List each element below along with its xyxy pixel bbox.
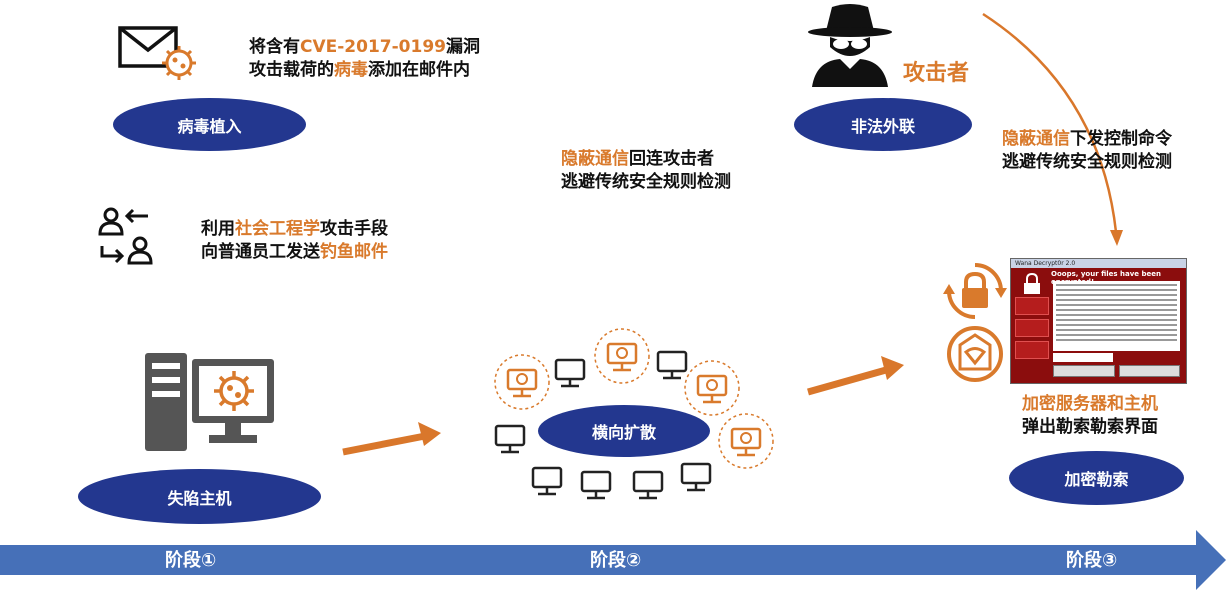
hacker-icon [808,4,892,87]
email-note-text: 添加在邮件内 [368,60,470,80]
ransom-buttons [1053,365,1180,377]
cve-highlight: CVE-2017-0199 [300,37,446,57]
networked-computer-icon [580,470,612,500]
networked-computer-icon [656,350,688,380]
email-note-text: 攻击载荷的 [249,60,334,80]
social-engineering-icon [98,207,153,265]
email-note-text: 漏洞 [446,37,480,57]
networked-computer-icon [494,424,526,454]
covert-highlight: 隐蔽通信 [1002,129,1070,149]
encrypt-ransom-pill: 加密勒索 [1009,451,1184,505]
virus-highlight: 病毒 [334,60,368,80]
stage-2-label: 阶段② [590,550,642,571]
social-engineering-highlight: 社会工程学 [235,219,320,239]
covert-note-text: 逃避传统安全规则检测 [561,172,731,192]
mail-virus-icon [118,26,196,80]
ransom-note: 加密服务器和主机 弹出勒索勒索界面 [1022,393,1158,439]
social-note-text: 利用 [201,219,235,239]
networked-computer-icon [680,462,712,492]
covert-highlight: 隐蔽通信 [561,149,629,169]
bitcoin-badge [1053,353,1113,362]
ransom-message [1053,281,1180,351]
networked-computer-icon [632,470,664,500]
covert-note-right: 隐蔽通信下发控制命令 逃避传统安全规则检测 [1002,128,1172,174]
email-note-text: 将含有 [249,37,300,57]
infected-computer-icon [684,360,740,416]
phishing-highlight: 钓鱼邮件 [320,242,388,262]
ransom-window-title: Wana Decrypt0r 2.0 [1011,259,1186,268]
ransom-lock-icon [943,263,1007,319]
compromised-host-icon [145,353,274,451]
infected-computer-icon [594,328,650,384]
email-note: 将含有CVE-2017-0199漏洞 攻击载荷的病毒添加在邮件内 [249,36,480,82]
illegal-outbound-pill: 非法外联 [794,98,972,151]
attacker-label: 攻击者 [903,61,970,86]
ransom-note-highlight: 加密服务器和主机 [1022,394,1158,414]
social-note-text: 向普通员工发送 [201,242,320,262]
social-note: 利用社会工程学攻击手段 向普通员工发送钓鱼邮件 [201,218,388,264]
covert-note-text: 回连攻击者 [629,149,714,169]
ransom-timers [1015,297,1049,367]
compromised-host-pill: 失陷主机 [78,469,321,524]
social-note-text: 攻击手段 [320,219,388,239]
covert-note-mid: 隐蔽通信回连攻击者 逃避传统安全规则检测 [561,148,731,194]
infected-computer-icon [494,354,550,410]
ransom-note-text: 弹出勒索勒索界面 [1022,417,1158,437]
networked-computer-icon [554,358,586,388]
ransom-shield-icon [947,326,1003,382]
stage-3-label: 阶段③ [1066,550,1118,571]
lateral-spread-pill: 横向扩散 [538,405,710,457]
stage-1-label: 阶段① [165,550,217,571]
virus-implant-pill: 病毒植入 [113,98,306,151]
infected-computer-icon [718,413,774,469]
covert-note-text: 下发控制命令 [1070,129,1172,149]
networked-computer-icon [531,466,563,496]
ransom-padlock-icon [1024,272,1040,294]
covert-note-text: 逃避传统安全规则检测 [1002,152,1172,172]
ransom-screen: Wana Decrypt0r 2.0 Ooops, your files hav… [1010,258,1187,384]
